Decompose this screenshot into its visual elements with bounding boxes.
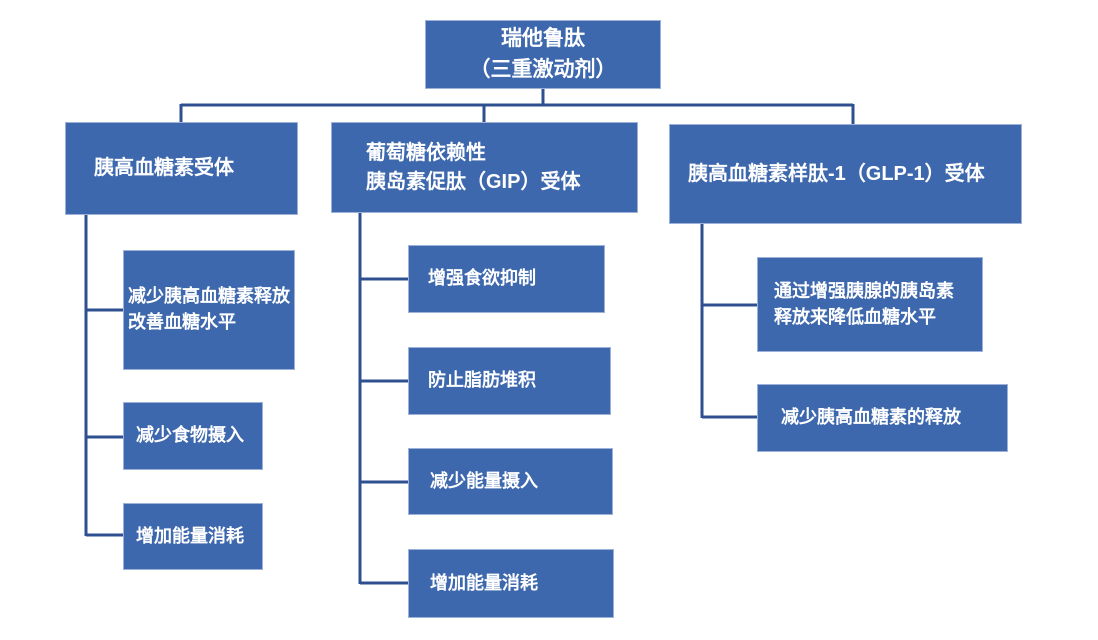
- node-gip-receptor-label-line-2: 胰岛素促肽（GIP）受体: [366, 170, 581, 193]
- node-enhance-appetite-suppression: 增强食欲抑制: [408, 245, 605, 313]
- node-enhance-appetite-suppression-label: 增强食欲抑制: [428, 268, 536, 289]
- node-reduce-energy-intake: 减少能量摄入: [408, 448, 613, 515]
- node-lower-blood-glucose-via-insulin-line-1: 通过增强胰腺的胰岛素: [774, 280, 954, 301]
- node-reduce-glucagon-release-glp1: 减少胰高血糖素的释放: [757, 384, 1008, 452]
- node-gip-receptor: 葡萄糖依赖性 胰岛素促肽（GIP）受体: [331, 122, 638, 213]
- node-reduce-glucagon-release: 减少胰高血糖素释放 改善血糖水平: [123, 250, 295, 370]
- node-glp1-receptor: 胰高血糖素样肽-1（GLP-1）受体: [669, 124, 1022, 224]
- node-retatrutide-line-1: 瑞他鲁肽: [501, 27, 585, 51]
- node-reduce-glucagon-release-line-2: 改善血糖水平: [128, 312, 236, 332]
- node-glucagon-receptor-label: 胰高血糖素受体: [94, 157, 234, 179]
- node-increase-energy-expenditure-mid: 增加能量消耗: [408, 549, 614, 618]
- node-prevent-fat-accumulation: 防止脂肪堆积: [408, 347, 611, 415]
- node-increase-energy-expenditure-mid-label: 增加能量消耗: [430, 572, 538, 593]
- node-increase-energy-expenditure-left: 增加能量消耗: [123, 503, 263, 570]
- node-reduce-glucagon-release-glp1-label: 减少胰高血糖素的释放: [781, 407, 961, 428]
- node-reduce-food-intake: 减少食物摄入: [123, 402, 263, 470]
- node-glucagon-receptor: 胰高血糖素受体: [65, 122, 298, 215]
- node-reduce-glucagon-release-line-1: 减少胰高血糖素释放: [128, 286, 290, 307]
- node-gip-receptor-label-line-1: 葡萄糖依赖性: [366, 141, 486, 164]
- node-lower-blood-glucose-via-insulin-line-2: 释放来降低血糖水平: [774, 306, 936, 327]
- node-retatrutide-line-2: （三重激动剂）: [469, 57, 617, 81]
- node-reduce-energy-intake-label: 减少能量摄入: [430, 470, 538, 491]
- node-lower-blood-glucose-via-insulin: 通过增强胰腺的胰岛素 释放来降低血糖水平: [757, 257, 983, 352]
- node-increase-energy-expenditure-left-label: 增加能量消耗: [136, 525, 244, 546]
- node-retatrutide: 瑞他鲁肽 （三重激动剂）: [425, 20, 661, 89]
- node-prevent-fat-accumulation-label: 防止脂肪堆积: [428, 370, 536, 391]
- node-glp1-receptor-label: 胰高血糖素样肽-1（GLP-1）受体: [688, 162, 985, 185]
- node-reduce-food-intake-label: 减少食物摄入: [136, 425, 244, 446]
